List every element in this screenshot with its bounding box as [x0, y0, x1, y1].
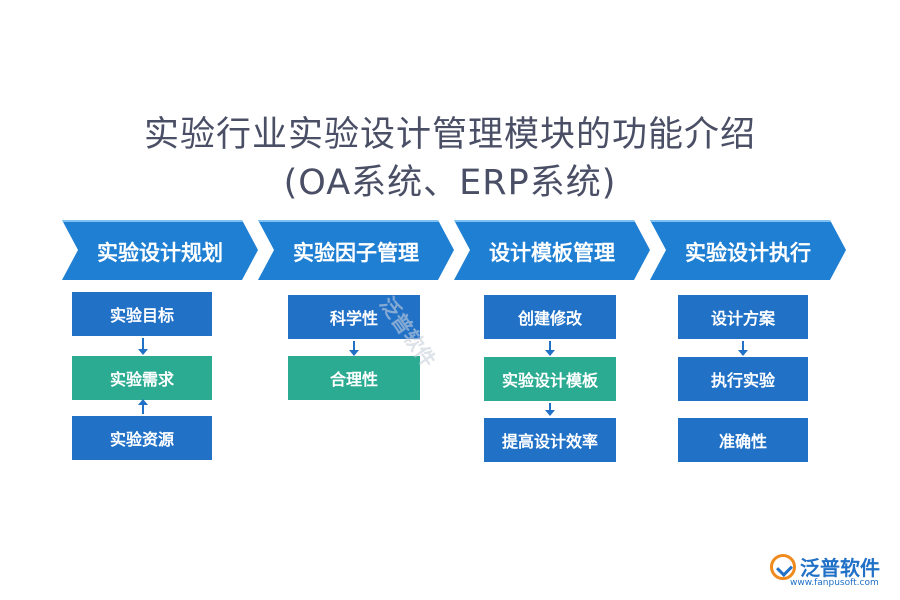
page-title-line1: 实验行业实验设计管理模块的功能介绍 [143, 115, 756, 155]
arrow-col1-down [138, 338, 148, 355]
box-col2-item1: 科学性 [288, 295, 420, 339]
box-col4-item3: 准确性 [678, 418, 808, 462]
arrow-col3-down-1 [545, 341, 555, 356]
page-title-line2: (OA系统、ERP系统) [283, 163, 617, 203]
brand-logo-group: 泛普软件 [770, 552, 880, 581]
arrow-col4-down [738, 341, 748, 356]
brand-name: 泛普软件 [800, 556, 880, 580]
box-col3-item2: 实验设计模板 [484, 357, 616, 401]
header-chevron-4: 实验设计执行 [650, 220, 846, 280]
header-chevron-2: 实验因子管理 [258, 220, 454, 280]
arrow-col1-up [138, 399, 148, 414]
box-col1-item1: 实验目标 [72, 292, 212, 336]
brand-url: www.fanpusoft.com [790, 578, 879, 588]
box-col1-item3: 实验资源 [72, 416, 212, 460]
box-col2-item2: 合理性 [288, 356, 420, 400]
box-col4-item1: 设计方案 [678, 295, 808, 339]
arrow-col2-down [349, 341, 359, 356]
header-chevron-3: 设计模板管理 [454, 220, 650, 280]
box-col1-item2: 实验需求 [72, 356, 212, 400]
box-col4-item2: 执行实验 [678, 357, 808, 401]
box-col3-item1: 创建修改 [484, 295, 616, 339]
brand-logo-icon [770, 553, 796, 580]
arrow-col3-down-2 [545, 403, 555, 416]
box-col3-item3: 提高设计效率 [484, 418, 616, 462]
header-chevron-1: 实验设计规划 [62, 220, 258, 280]
